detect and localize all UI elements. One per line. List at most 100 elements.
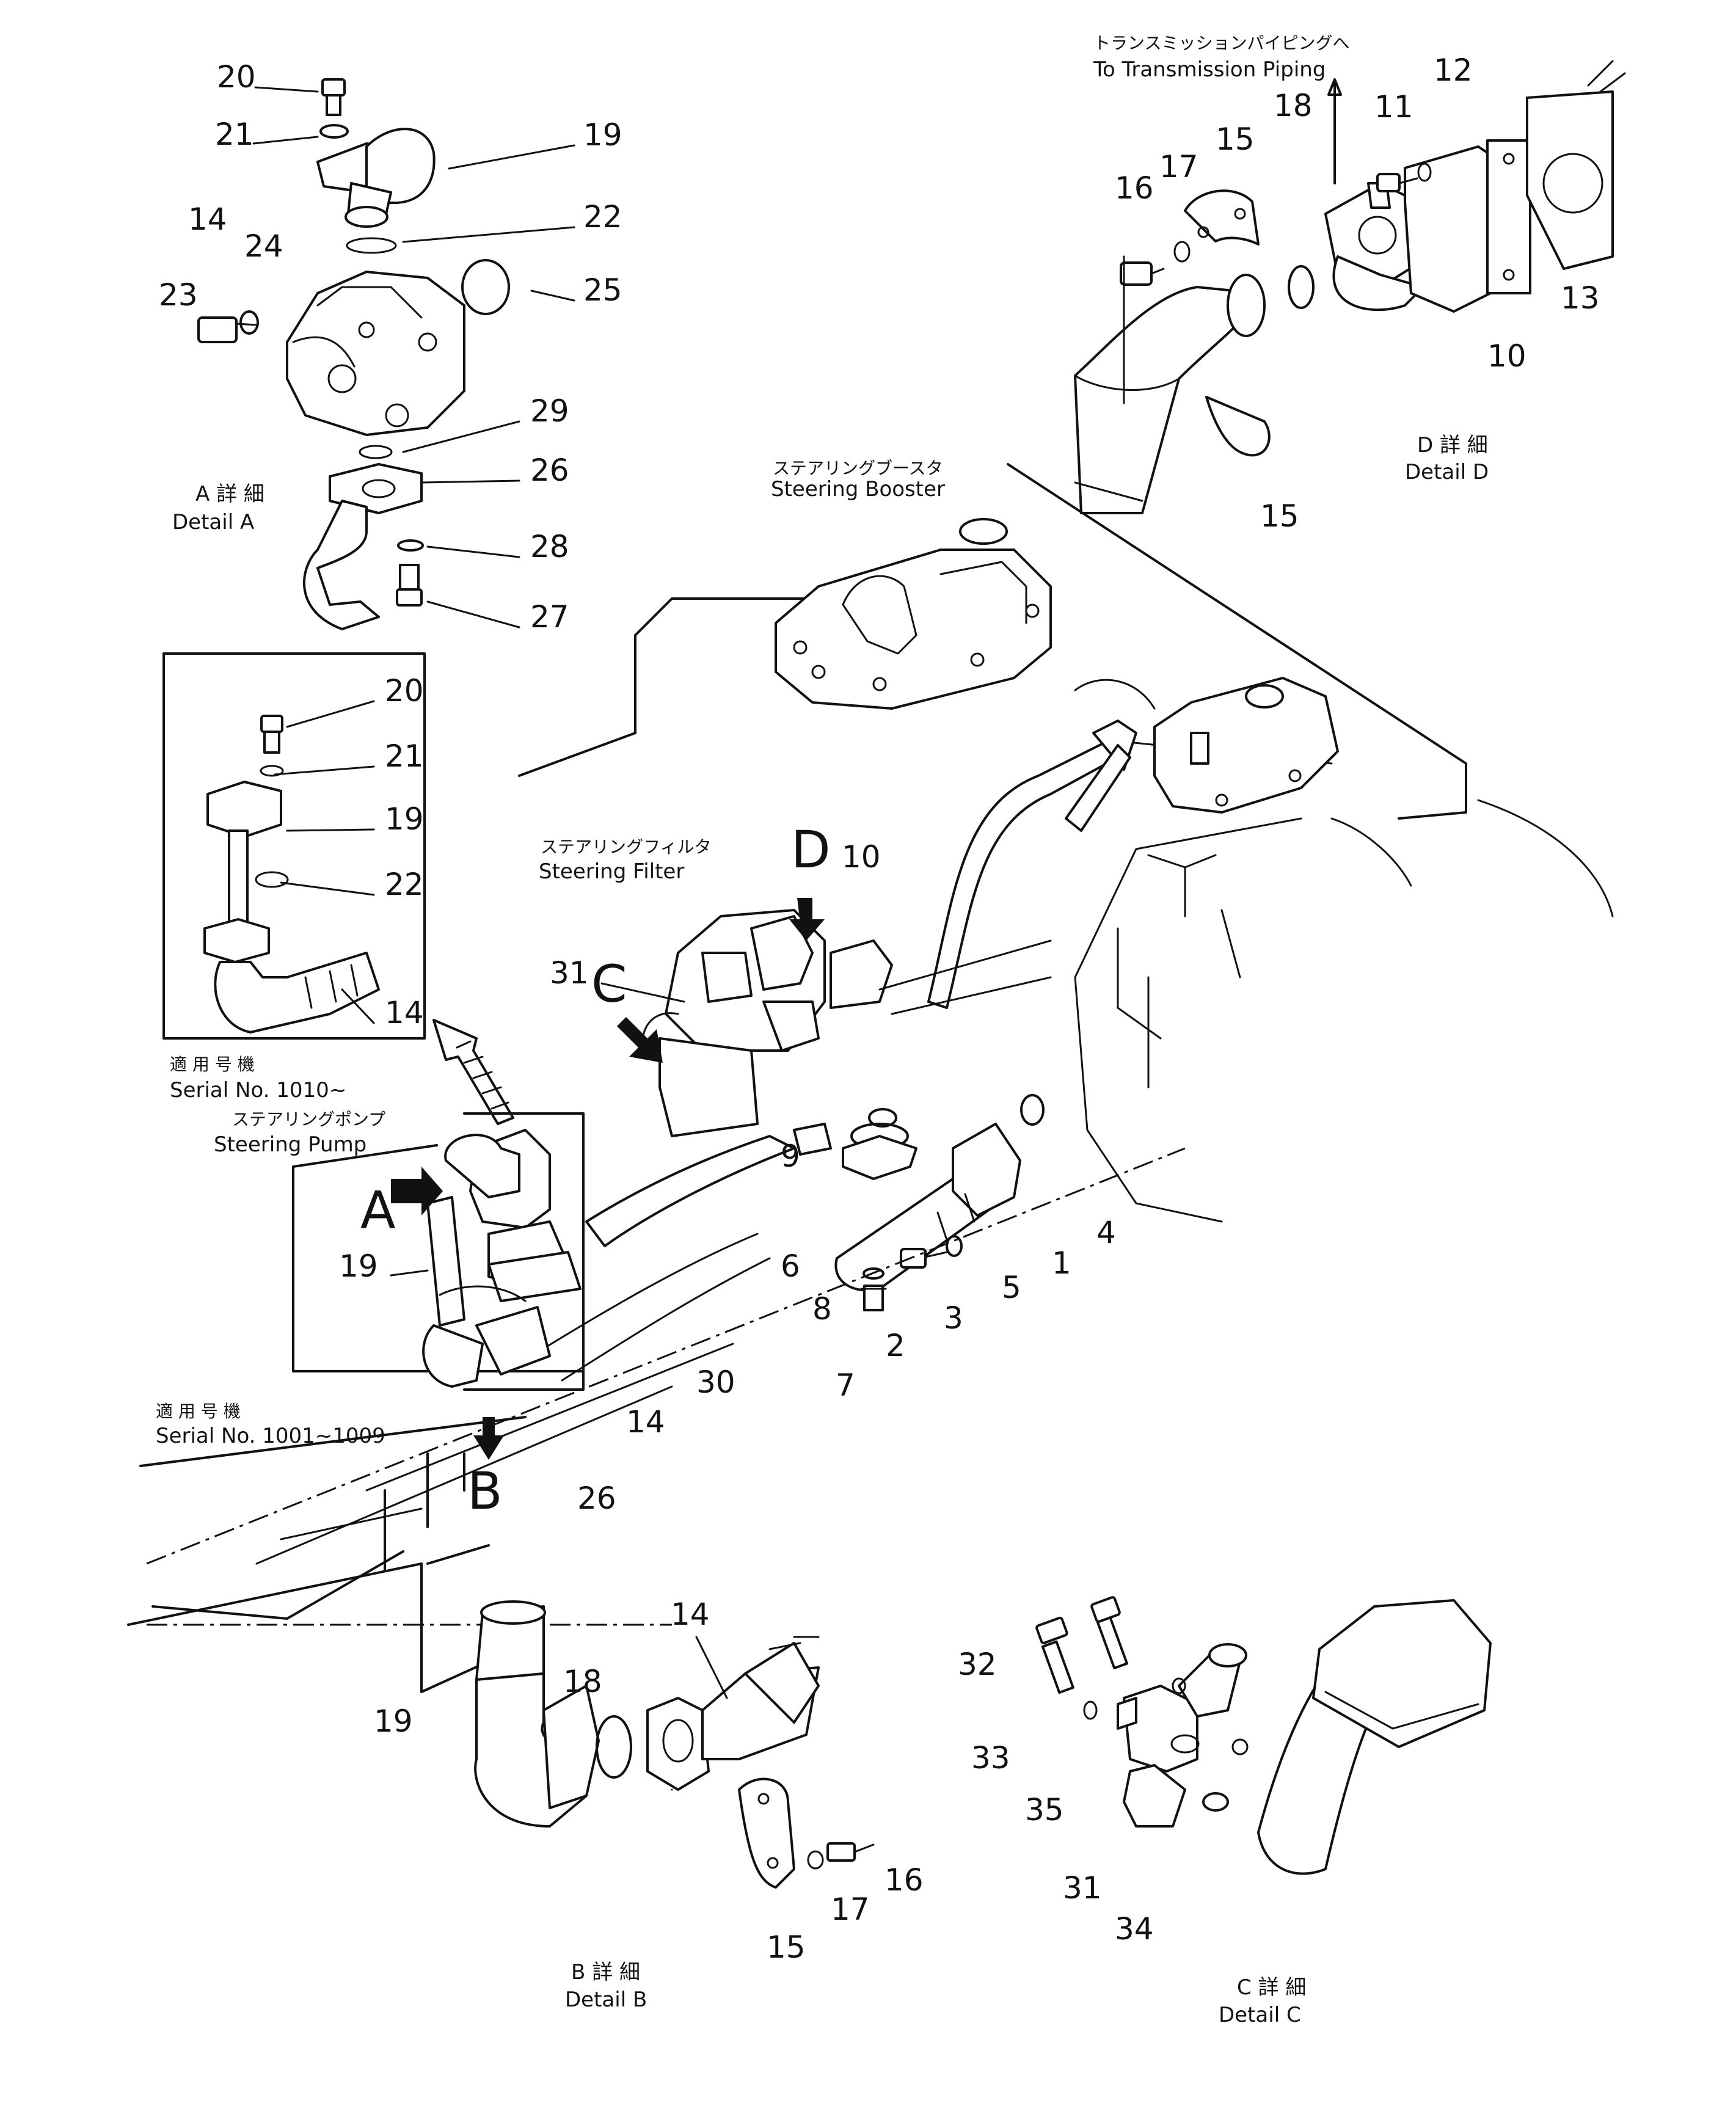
- booster-caption-jp: ステアリングブースタ: [773, 458, 943, 478]
- transmission-caption-jp: トランスミッションパイピングへ: [1093, 33, 1349, 53]
- filter-caption-en: Steering Filter: [539, 859, 684, 884]
- part-number-22: 22: [385, 867, 424, 902]
- leader-line-21: [252, 136, 319, 145]
- part-number-17: 17: [1159, 149, 1198, 184]
- part-number-16: 16: [1115, 170, 1154, 206]
- part-number-5: 5: [1002, 1270, 1021, 1305]
- part-number-21: 21: [385, 738, 424, 774]
- part-number-27: 27: [530, 599, 569, 635]
- leader-line-19: [286, 828, 375, 832]
- leader-line-22: [402, 226, 575, 243]
- part-number-35: 35: [1025, 1792, 1064, 1828]
- part-number-24: 24: [244, 228, 283, 264]
- detail-c-caption-en: Detail C: [1219, 2003, 1301, 2027]
- leader-line-14: [341, 988, 375, 1024]
- view-letter-b: B: [467, 1461, 503, 1521]
- part-number-19: 19: [374, 1704, 413, 1739]
- detail-b-caption-jp: B 詳 細: [571, 1960, 640, 1985]
- part-number-8: 8: [812, 1291, 832, 1327]
- pump-caption-jp: ステアリングポンプ: [232, 1109, 385, 1129]
- part-number-15: 15: [1260, 498, 1299, 534]
- part-number-14: 14: [626, 1404, 665, 1440]
- view-arrow-b: [473, 1417, 504, 1460]
- part-number-26: 26: [577, 1481, 616, 1516]
- pump-caption-en: Steering Pump: [214, 1132, 367, 1157]
- serial-1010-box: [162, 652, 426, 1040]
- leader-line-26: [420, 479, 520, 484]
- serial-new-caption-jp: 適 用 号 機: [170, 1054, 255, 1074]
- part-number-11: 11: [1374, 89, 1413, 125]
- part-number-18: 18: [1274, 88, 1313, 123]
- booster-caption-en: Steering Booster: [771, 477, 945, 501]
- pump-box: [292, 1112, 585, 1391]
- detail-d-caption-jp: D 詳 細: [1417, 433, 1488, 457]
- part-number-10: 10: [1487, 338, 1526, 374]
- main-assembly: [127, 463, 1614, 1693]
- part-number-20: 20: [217, 59, 256, 95]
- leader-line-14: [695, 1636, 728, 1699]
- part-number-31: 31: [1063, 1870, 1102, 1906]
- leader-line-31: [600, 982, 685, 1003]
- part-number-14: 14: [385, 995, 424, 1030]
- detail-b-caption-en: Detail B: [565, 1988, 647, 2012]
- part-number-20: 20: [385, 673, 424, 709]
- view-letter-c: C: [591, 954, 627, 1014]
- part-number-31: 31: [550, 955, 589, 991]
- part-number-30: 30: [696, 1365, 735, 1400]
- leader-lines: [252, 86, 1125, 1699]
- detail-d-caption-en: Detail D: [1405, 460, 1489, 484]
- detail-a: [197, 78, 510, 630]
- part-number-29: 29: [530, 393, 569, 429]
- view-letter-a: A: [360, 1180, 395, 1240]
- part-number-18: 18: [563, 1664, 602, 1699]
- serial-old-caption-jp: 適 用 号 機: [156, 1401, 241, 1421]
- view-arrow-c: [617, 1017, 663, 1063]
- detail-d: [1074, 60, 1626, 514]
- part-number-7: 7: [836, 1368, 855, 1403]
- part-number-32: 32: [958, 1647, 997, 1682]
- serial-new-caption-en: Serial No. 1010~: [170, 1078, 346, 1103]
- leader-line-27: [426, 600, 520, 629]
- part-number-1: 1: [1052, 1245, 1071, 1281]
- filter-caption-jp: ステアリングフィルタ: [541, 837, 711, 857]
- part-number-21: 21: [215, 117, 254, 152]
- part-number-14: 14: [671, 1597, 710, 1632]
- part-number-2: 2: [886, 1328, 905, 1363]
- leader-line-19: [390, 1269, 429, 1277]
- detail-c: [1035, 1596, 1492, 1875]
- part-number-19: 19: [385, 801, 424, 837]
- part-number-3: 3: [944, 1300, 963, 1336]
- view-arrows: [391, 898, 825, 1460]
- captions: トランスミッションパイピングへ To Transmission Piping D…: [156, 33, 1489, 2027]
- part-number-15: 15: [767, 1930, 806, 1965]
- transmission-caption-en: To Transmission Piping: [1093, 57, 1326, 82]
- part-number-19: 19: [583, 117, 622, 153]
- detail-c-caption-jp: C 詳 細: [1237, 1975, 1306, 2000]
- part-number-12: 12: [1434, 53, 1473, 88]
- leader-line-21: [274, 765, 375, 776]
- part-number-26: 26: [530, 453, 569, 488]
- part-number-34: 34: [1115, 1911, 1154, 1947]
- detail-b: [474, 1600, 875, 1889]
- part-number-14: 14: [188, 202, 227, 237]
- part-number-9: 9: [781, 1139, 800, 1174]
- serial-old-caption-en: Serial No. 1001~1009: [156, 1424, 385, 1448]
- view-arrow-a: [391, 1167, 443, 1216]
- part-number-6: 6: [781, 1248, 800, 1284]
- part-number-16: 16: [884, 1862, 924, 1898]
- leader-line-19: [448, 144, 575, 170]
- part-number-25: 25: [583, 272, 622, 308]
- part-number-28: 28: [530, 529, 569, 564]
- part-number-19: 19: [339, 1248, 378, 1284]
- part-number-33: 33: [971, 1740, 1010, 1776]
- part-number-13: 13: [1561, 280, 1600, 316]
- leader-line-20: [286, 700, 375, 728]
- part-number-23: 23: [159, 277, 198, 313]
- part-number-22: 22: [583, 199, 622, 235]
- detail-a-caption-en: Detail A: [172, 510, 254, 534]
- view-letter-d: D: [791, 820, 831, 880]
- leader-line-28: [426, 545, 520, 558]
- leader-line-25: [530, 290, 575, 302]
